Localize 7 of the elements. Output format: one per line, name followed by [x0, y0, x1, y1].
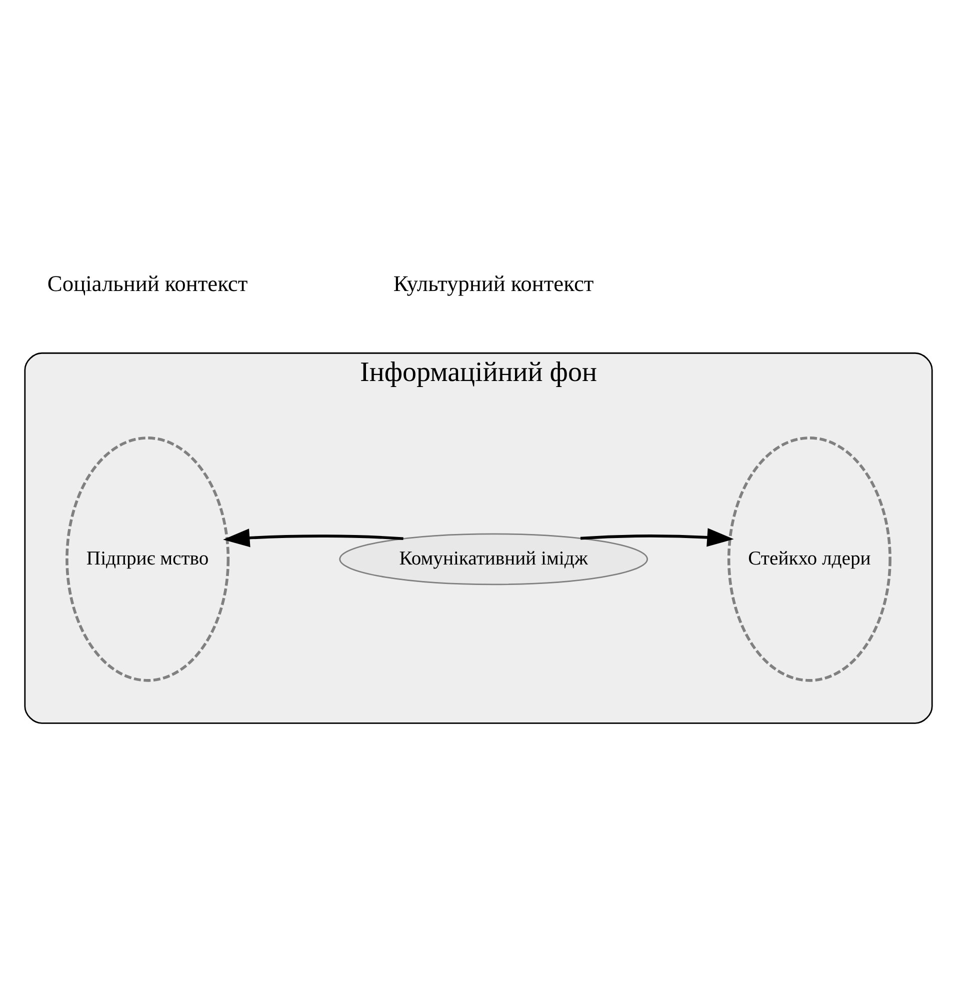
label: Культурний контекст — [393, 270, 594, 296]
arrow — [223, 528, 404, 547]
node-ellipse: Комунікативний імідж — [339, 532, 648, 585]
arrow — [580, 528, 734, 546]
node-ellipse: Підприє мство — [66, 436, 230, 682]
node-ellipse: Стейкхо лдери — [727, 436, 892, 682]
label: Соціальний контекст — [47, 270, 248, 296]
